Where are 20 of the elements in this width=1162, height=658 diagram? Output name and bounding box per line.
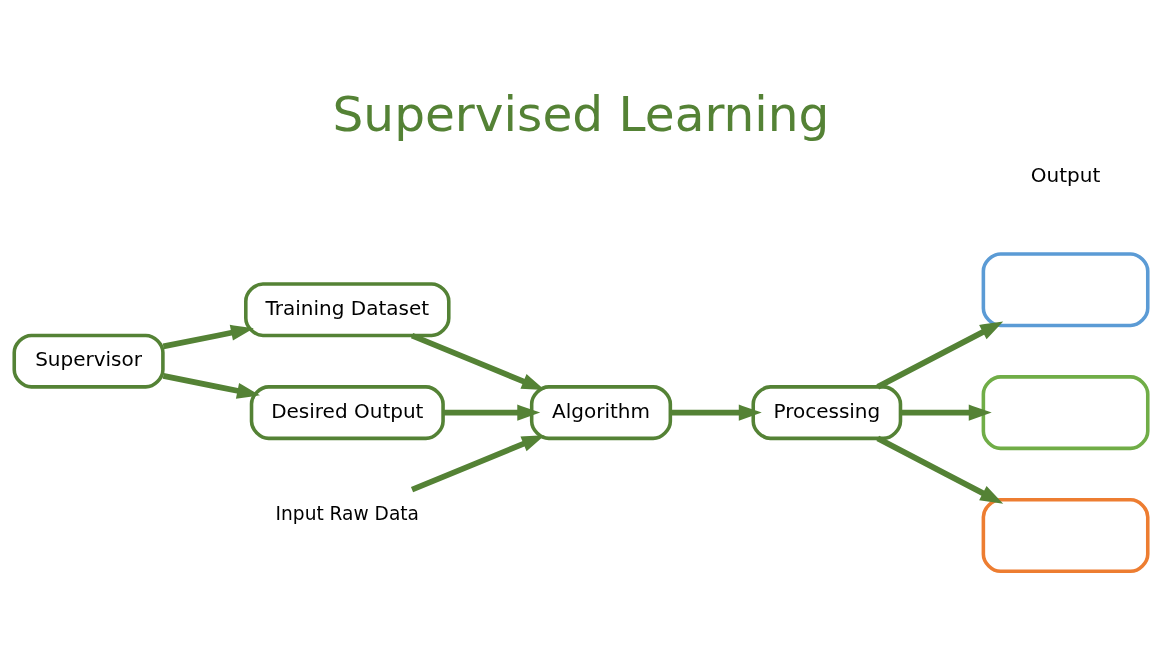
label: Output	[1030, 163, 1101, 188]
node-box	[981, 498, 1150, 574]
node-box: Algorithm	[529, 385, 673, 441]
arrow	[900, 404, 992, 421]
arrow	[162, 324, 254, 350]
arrow	[410, 333, 545, 391]
node-box: Processing	[751, 385, 903, 441]
arrow	[162, 373, 260, 399]
arrow	[876, 435, 1004, 504]
diagram-title: Supervised Learning	[332, 86, 830, 143]
arrow	[443, 404, 541, 421]
node-box: Training Dataset	[244, 282, 451, 338]
node-box: Supervisor	[12, 333, 165, 389]
arrow	[876, 321, 1004, 390]
arrow	[670, 404, 762, 421]
node-box: Desired Output	[249, 385, 445, 441]
node-box	[981, 252, 1150, 328]
node-text: Input Raw Data	[275, 503, 419, 525]
node-box	[981, 375, 1150, 451]
arrow	[410, 435, 545, 493]
